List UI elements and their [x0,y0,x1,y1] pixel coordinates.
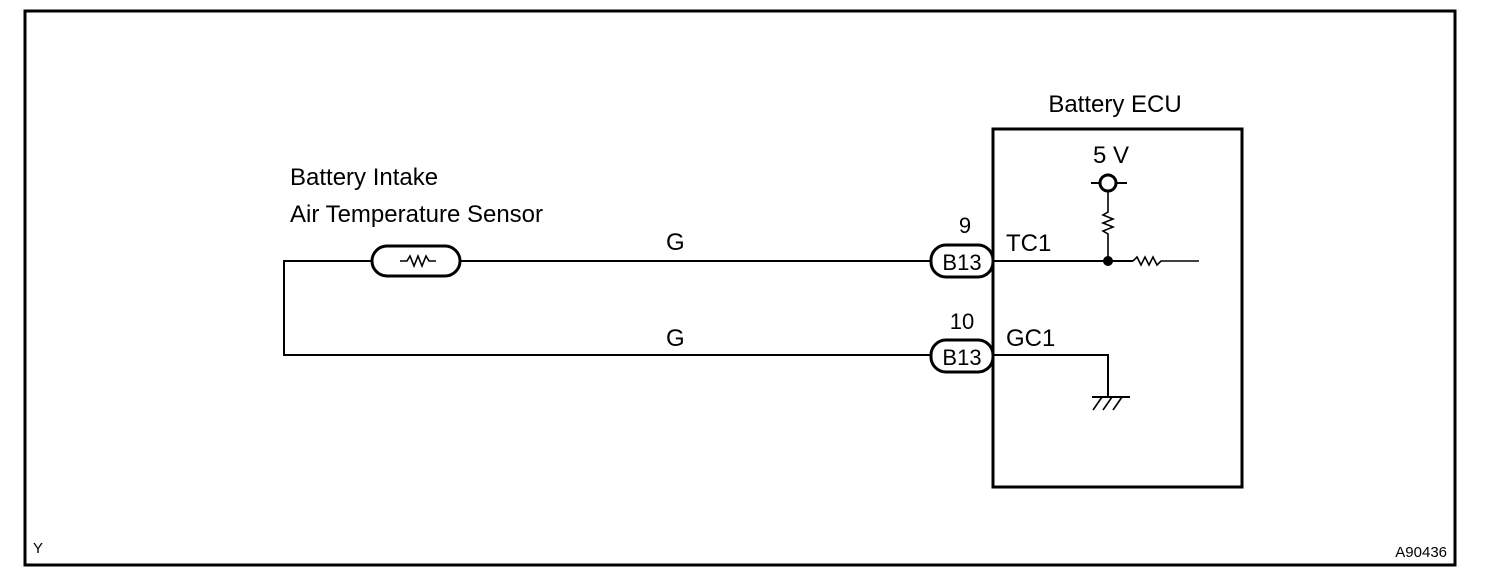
sensor-label-line2: Air Temperature Sensor [290,201,543,228]
lower-wire-color: G [666,325,685,352]
series-resistor-icon [1132,255,1199,267]
connector-lower: B13 [929,338,995,374]
voltage-source-icon [1091,173,1127,193]
corner-label-left: Y [33,540,43,557]
figure-code: A90436 [1395,544,1447,561]
gc1-internal-wire [993,354,1109,397]
sensor-label-line1: Battery Intake [290,164,438,191]
connector-lower-pin: 10 [950,309,974,334]
connector-upper: B13 [929,243,995,279]
ecu-title: Battery ECU [1048,91,1181,118]
junction-dot [1103,256,1113,266]
upper-wire-color: G [666,229,685,256]
connector-upper-code: B13 [942,250,981,275]
supply-voltage-label: 5 V [1093,142,1129,169]
connector-upper-pin: 9 [959,213,971,238]
ecu-terminal-gc1: GC1 [1006,325,1055,352]
diagram-frame [23,9,1457,567]
ground-icon [1092,396,1130,411]
pull-up-resistor-icon [1100,191,1116,261]
ecu-box [991,127,1244,489]
thermistor-sensor-icon [370,244,462,278]
ecu-terminal-tc1: TC1 [1006,230,1051,257]
connector-lower-code: B13 [942,345,981,370]
left-loop-wire [283,260,931,356]
